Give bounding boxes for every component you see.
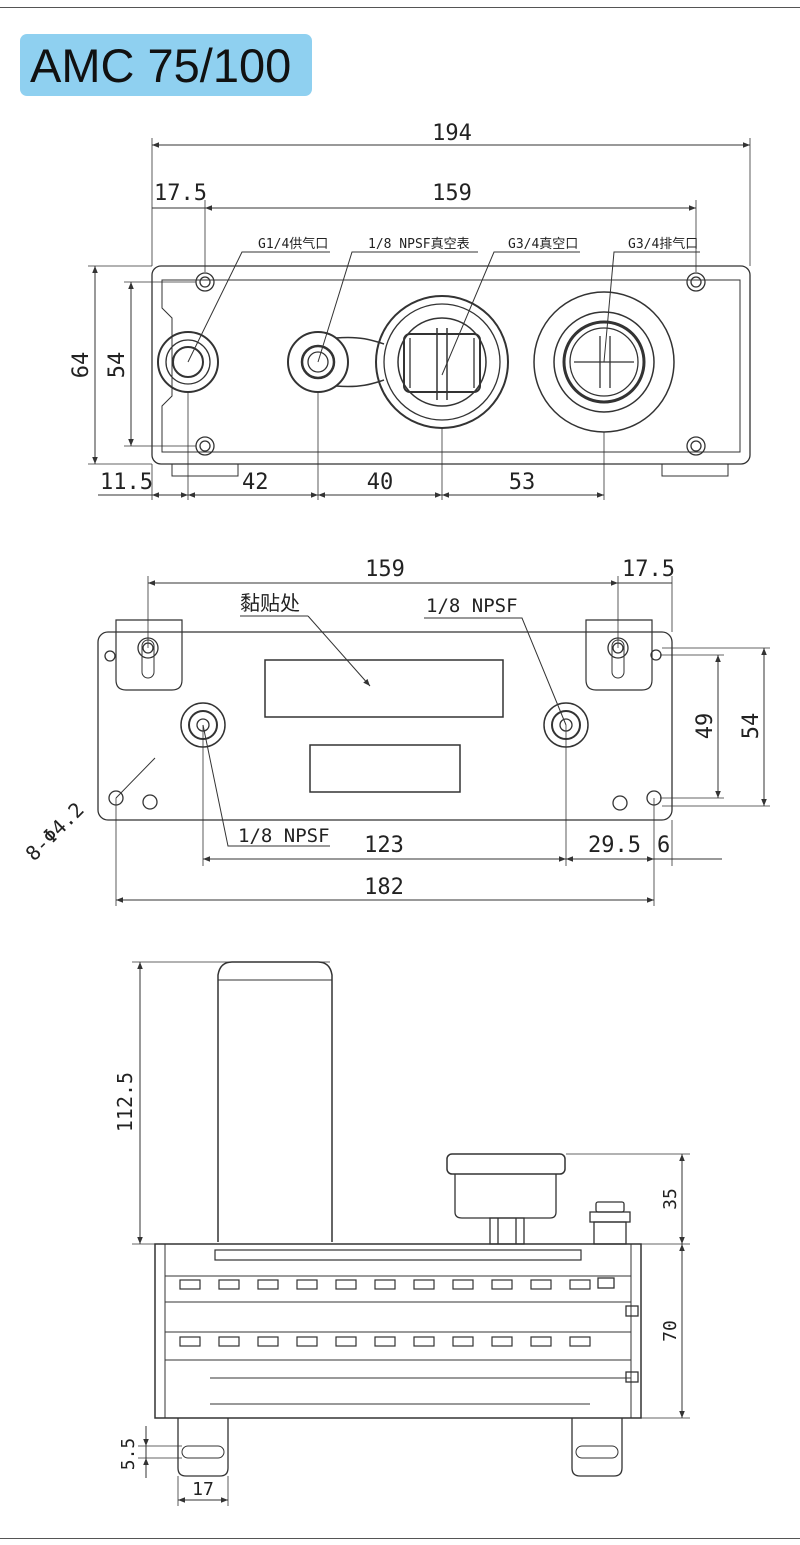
bottom-body-outline bbox=[97, 631, 673, 821]
front-body-inner bbox=[161, 279, 741, 453]
dim-64: 64 bbox=[69, 352, 94, 379]
dim-17.5-front: 17.5 bbox=[154, 181, 207, 206]
dim-29.5: 29.5 bbox=[588, 833, 641, 858]
dim-182: 182 bbox=[364, 875, 404, 900]
vacuum-port bbox=[375, 295, 509, 429]
label-vacuum-port: G3/4真空口 bbox=[508, 237, 578, 252]
bottom-rule bbox=[0, 1538, 800, 1539]
dim-159-front: 159 bbox=[432, 181, 472, 206]
silencer bbox=[217, 961, 333, 1242]
label-supply-port: G1/4供气口 bbox=[258, 236, 328, 252]
dim-5.5: 5.5 bbox=[118, 1438, 139, 1471]
front-view bbox=[88, 138, 751, 500]
dim-49: 49 bbox=[693, 713, 718, 740]
push-fitting bbox=[589, 1201, 631, 1245]
side-foot-right bbox=[571, 1418, 623, 1477]
bottom-view bbox=[97, 576, 770, 906]
slot-row-upper bbox=[179, 1279, 591, 1290]
dim-54-front: 54 bbox=[105, 352, 130, 379]
top-rail bbox=[214, 1249, 582, 1261]
side-foot-left bbox=[177, 1418, 229, 1477]
label-port-bottom: 1/8 NPSF bbox=[238, 825, 330, 847]
dim-17: 17 bbox=[192, 1479, 214, 1500]
top-rule bbox=[0, 7, 800, 8]
dim-40: 40 bbox=[367, 470, 394, 495]
side-view bbox=[132, 961, 690, 1506]
dim-70: 70 bbox=[660, 1320, 681, 1342]
hole-spec: 8-Φ4.2 bbox=[21, 797, 89, 865]
label-gauge-port: 1/8 NPSF真空表 bbox=[368, 237, 470, 252]
dim-53: 53 bbox=[509, 470, 536, 495]
dim-17.5-bottom: 17.5 bbox=[622, 557, 675, 582]
dim-194: 194 bbox=[432, 121, 472, 146]
dim-54-bottom: 54 bbox=[739, 713, 764, 740]
vacuum-gauge bbox=[446, 1153, 566, 1245]
front-body-outline bbox=[151, 265, 751, 465]
slot-row-lower bbox=[179, 1336, 591, 1347]
dim-112.5: 112.5 bbox=[113, 1072, 137, 1132]
dim-6: 6 bbox=[657, 833, 670, 858]
dim-11.5: 11.5 bbox=[100, 470, 153, 495]
label-exhaust-port: G3/4排气口 bbox=[628, 236, 698, 252]
gauge-port-bridge bbox=[335, 336, 385, 388]
front-foot-right bbox=[661, 463, 729, 477]
front-foot-left bbox=[171, 463, 239, 477]
dim-42: 42 bbox=[242, 470, 269, 495]
mount-tab-right bbox=[585, 619, 653, 691]
mount-tab-left bbox=[115, 619, 183, 691]
page-title: AMC 75/100 bbox=[30, 39, 292, 92]
side-body bbox=[154, 1243, 642, 1419]
front-mount-holes bbox=[195, 272, 706, 456]
sticker-area-2 bbox=[309, 744, 461, 793]
label-port-top: 1/8 NPSF bbox=[426, 595, 518, 617]
dim-159-bottom: 159 bbox=[365, 557, 405, 582]
label-sticker-area: 黏贴处 bbox=[240, 591, 300, 615]
title-badge bbox=[20, 34, 312, 96]
dim-123: 123 bbox=[364, 833, 404, 858]
dim-35: 35 bbox=[660, 1188, 681, 1210]
sticker-area-1 bbox=[264, 659, 504, 718]
